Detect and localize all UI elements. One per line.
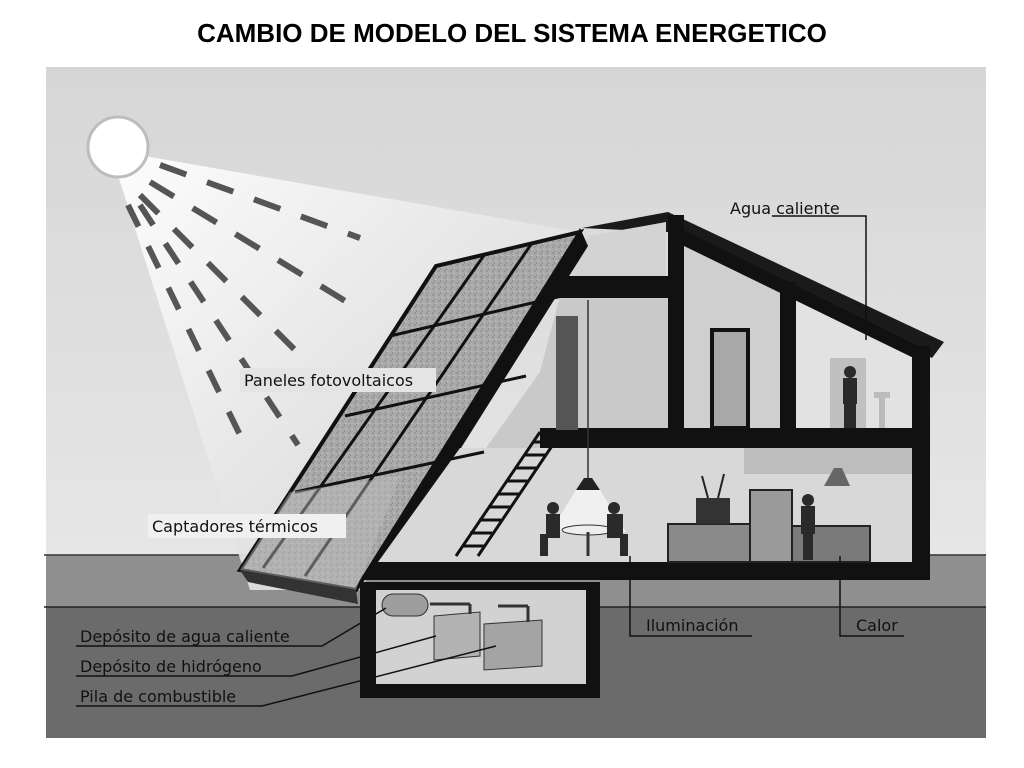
page-title: CAMBIO DE MODELO DEL SISTEMA ENERGETICO [197,18,827,48]
hot-water-tank-icon [381,593,429,617]
label-hydrogen-tank: Depósito de hidrógeno [80,657,262,676]
staircase [454,431,558,557]
label-thermal-collectors: Captadores térmicos [152,517,318,536]
sun-icon [86,115,150,179]
label-lighting: Iluminación [646,616,738,635]
fuel-cell-icon [483,619,543,671]
people-at-table [540,502,628,556]
basement [360,582,600,698]
ceiling-lamp [576,478,600,490]
label-hot-water-tank: Depósito de agua caliente [80,627,290,646]
label-pv-panels: Paneles fotovoltaicos [244,371,413,390]
kitchen-hood [824,468,850,486]
label-hot-water: Agua caliente [730,199,840,218]
television-icon [696,498,730,524]
label-fuel-cell: Pila de combustible [80,687,236,706]
sun-rays [125,162,362,447]
hydrogen-tank-icon [433,611,481,661]
leader-lines [76,215,904,707]
label-heat: Calor [856,616,898,635]
